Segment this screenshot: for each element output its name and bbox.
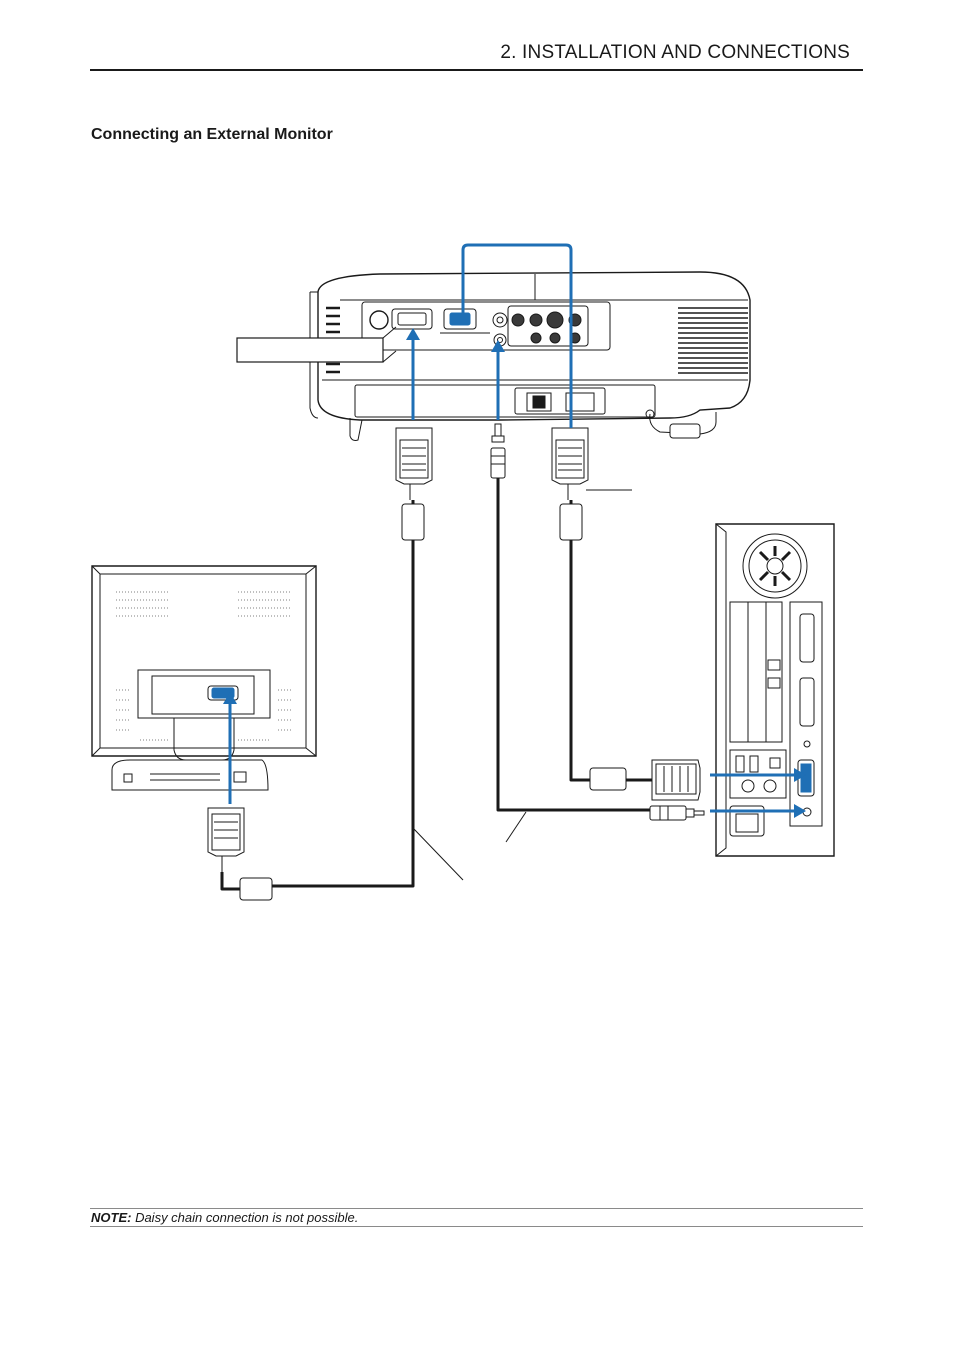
ferrite-core — [239, 877, 273, 901]
computer-cable — [569, 540, 590, 782]
computer-tower-illustration — [715, 523, 835, 857]
audio-jack-plug — [490, 423, 506, 479]
ferrite-core — [401, 503, 425, 541]
vga-connector-right — [551, 427, 589, 500]
ferrite-core — [559, 503, 583, 541]
page-header-title: 2. INSTALLATION AND CONNECTIONS — [500, 42, 850, 63]
section-heading: Connecting an External Monitor — [91, 126, 333, 143]
audio-plug-pc — [649, 805, 705, 821]
header-divider — [90, 69, 863, 71]
monitor-illustration — [91, 565, 317, 791]
leader-line — [412, 827, 464, 881]
note: NOTE: Daisy chain connection is not poss… — [91, 1210, 358, 1225]
ferrite-core — [589, 767, 627, 791]
monitor-cable — [272, 540, 415, 888]
vga-connector-monitor — [207, 807, 245, 872]
leader-line — [505, 811, 527, 843]
note-divider-top — [90, 1208, 863, 1209]
vga-connector-left — [395, 427, 433, 500]
vga-connector-pc — [651, 759, 701, 801]
connection-arrows — [228, 243, 800, 813]
audio-cable — [496, 478, 650, 812]
loop-arrow-monitor-out — [461, 243, 573, 428]
note-label: NOTE: — [91, 1210, 132, 1225]
note-text: Daisy chain connection is not possible. — [131, 1210, 359, 1225]
monitor-cable — [220, 872, 240, 891]
note-divider-bottom — [90, 1226, 863, 1227]
callout-box — [236, 326, 397, 363]
